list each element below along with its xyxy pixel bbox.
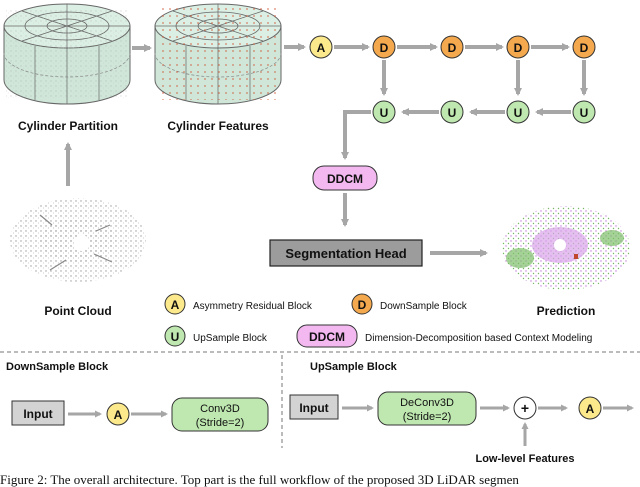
node-d3: D xyxy=(506,35,530,59)
node-u4: U xyxy=(572,100,596,124)
cylinder-partition-label: Cylinder Partition xyxy=(18,119,118,133)
downsample-node-a: A xyxy=(106,402,130,426)
downsample-input: Input xyxy=(11,400,65,426)
point-cloud-label: Point Cloud xyxy=(44,304,111,318)
legend-a: A Asymmetry Residual Block xyxy=(164,293,313,315)
svg-text:A: A xyxy=(317,41,326,55)
legend-a-label: Asymmetry Residual Block xyxy=(193,301,313,312)
legend-ddcm-label: Dimension-Decomposition based Context Mo… xyxy=(365,333,592,344)
svg-text:Segmentation Head: Segmentation Head xyxy=(285,246,406,261)
downsample-conv3d: Conv3D (Stride=2) xyxy=(171,397,269,432)
svg-text:Input: Input xyxy=(23,407,52,421)
svg-text:U: U xyxy=(580,106,589,120)
legend-u: U UpSample Block xyxy=(164,325,268,347)
node-a-main: A xyxy=(309,35,333,59)
cylinder-features-label: Cylinder Features xyxy=(167,119,269,133)
svg-text:U: U xyxy=(171,330,180,344)
svg-text:D: D xyxy=(448,41,457,55)
arrow-u1-to-ddcm xyxy=(341,110,371,160)
node-d2: D xyxy=(440,35,464,59)
segmentation-head: Segmentation Head xyxy=(269,239,423,267)
svg-text:DeConv3D: DeConv3D xyxy=(400,397,454,409)
prediction-label: Prediction xyxy=(537,304,596,318)
svg-text:A: A xyxy=(171,298,180,312)
legend: A Asymmetry Residual Block D DownSample … xyxy=(164,293,592,348)
upsample-plus: + xyxy=(513,396,537,420)
node-u1: U xyxy=(372,100,396,124)
svg-text:U: U xyxy=(380,106,389,120)
cylinder-partition-graphic xyxy=(3,3,131,105)
upsample-input: Input xyxy=(289,394,339,420)
lowlevel-features-label: Low-level Features xyxy=(475,453,574,465)
svg-text:D: D xyxy=(358,298,367,312)
upsample-deconv3d: DeConv3D (Stride=2) xyxy=(377,391,477,426)
ddcm-block: DDCM xyxy=(312,165,378,191)
svg-text:(Stride=2): (Stride=2) xyxy=(196,417,245,429)
legend-d: D DownSample Block xyxy=(351,293,468,315)
svg-text:U: U xyxy=(448,106,457,120)
point-cloud-image xyxy=(10,198,146,282)
node-u2: U xyxy=(440,100,464,124)
cylinder-features-graphic xyxy=(154,3,282,105)
svg-text:D: D xyxy=(380,41,389,55)
legend-u-label: UpSample Block xyxy=(193,333,268,344)
svg-text:D: D xyxy=(514,41,523,55)
node-u3: U xyxy=(506,100,530,124)
upsample-node-a: A xyxy=(578,396,602,420)
svg-text:DDCM: DDCM xyxy=(309,330,345,344)
legend-d-label: DownSample Block xyxy=(380,301,468,312)
svg-text:A: A xyxy=(586,402,595,416)
svg-text:U: U xyxy=(514,106,523,120)
upsample-title: UpSample Block xyxy=(310,361,398,373)
svg-text:A: A xyxy=(114,408,123,422)
figure-caption: Figure 2: The overall architecture. Top … xyxy=(0,472,519,487)
node-d1: D xyxy=(372,35,396,59)
svg-text:Input: Input xyxy=(299,401,328,415)
downsample-title: DownSample Block xyxy=(6,361,109,373)
legend-ddcm: DDCM Dimension-Decomposition based Conte… xyxy=(296,324,592,348)
svg-text:DDCM: DDCM xyxy=(327,172,363,186)
svg-text:(Stride=2): (Stride=2) xyxy=(403,411,452,423)
svg-text:+: + xyxy=(521,400,529,416)
svg-text:D: D xyxy=(580,41,589,55)
svg-text:Conv3D: Conv3D xyxy=(200,403,240,415)
prediction-image xyxy=(502,206,630,290)
node-d4: D xyxy=(572,35,596,59)
